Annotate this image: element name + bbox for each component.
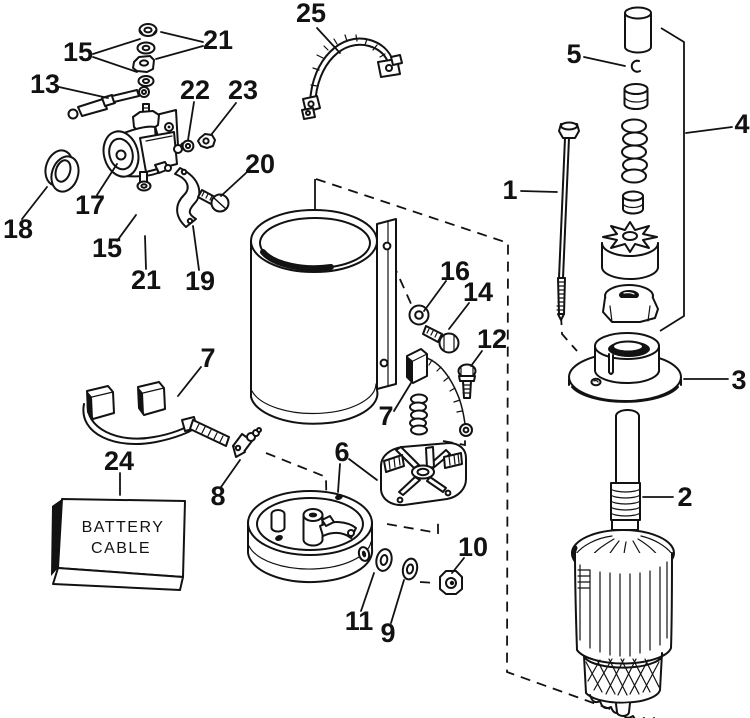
part-terminal-8-icon [232, 427, 262, 458]
leader-25-0 [316, 27, 341, 54]
part-screw-20-icon [197, 189, 230, 213]
part-label-16: 16 [440, 256, 470, 286]
leader-4-0 [685, 126, 733, 134]
part-label-13: 13 [30, 69, 60, 99]
battery-box-line1: BATTERY [82, 519, 165, 536]
leader-13-0 [58, 86, 109, 99]
leader-21-mid-0 [144, 235, 147, 270]
part-label-7-left: 7 [200, 343, 215, 373]
part-label-3: 3 [731, 365, 746, 395]
part-label-19: 19 [185, 266, 215, 296]
part-label-7-mid: 7 [378, 401, 393, 431]
part-brush-plate-icon [380, 442, 467, 507]
part-label-21-top: 21 [203, 25, 233, 55]
leader-22-0 [187, 101, 195, 141]
part-label-10: 10 [458, 532, 488, 562]
part-brush-set-icon [82, 381, 230, 447]
part-label-24: 24 [104, 446, 134, 476]
leader-19-0 [192, 225, 200, 271]
part-label-25: 25 [296, 0, 326, 28]
part-through-bolt-icon [556, 121, 580, 321]
dashed-line-5 [419, 581, 438, 584]
part-ring-icon [44, 149, 80, 193]
part-brush-mid-icon [406, 348, 473, 437]
part-drive-assembly-icon [601, 6, 659, 323]
dashed-line-4 [386, 518, 439, 535]
leader-16-0 [423, 280, 447, 312]
part-label-1: 1 [502, 175, 517, 205]
leader-10-0 [451, 557, 465, 574]
part-label-2: 2 [677, 482, 692, 512]
leader-7-left-0 [177, 366, 202, 397]
part-linkage-icon [67, 86, 150, 120]
leader-8-0 [220, 459, 241, 488]
part-label-11: 11 [345, 606, 374, 636]
part-label-5: 5 [566, 39, 581, 69]
part-label-18: 18 [3, 214, 33, 244]
part-label-22: 22 [180, 75, 210, 105]
part-bolt-14-icon [422, 325, 460, 354]
part-washers-nut-icon [375, 548, 463, 595]
battery-box-line2: CABLE [91, 540, 151, 557]
part-label-15-mid: 15 [92, 233, 122, 263]
part-label-14: 14 [463, 277, 493, 307]
leader-9-0 [390, 579, 405, 624]
part-label-15-top: 15 [63, 37, 93, 67]
part-label-8: 8 [210, 481, 225, 511]
dashed-line-1 [385, 247, 413, 307]
part-cable-icon [301, 34, 403, 120]
leader-11-0 [360, 572, 375, 612]
part-label-20: 20 [245, 149, 275, 179]
part-label-21-mid: 21 [131, 265, 161, 295]
bracket-line-0 [659, 27, 685, 332]
dashed-line-0 [315, 178, 614, 711]
leader-17-0 [96, 163, 118, 196]
part-label-6: 6 [334, 437, 349, 467]
leader-7-mid-0 [393, 382, 412, 412]
part-solenoid-icon [102, 103, 188, 192]
leader-21-top-1 [155, 45, 204, 60]
part-screw-12-icon [457, 363, 477, 399]
part-hardware-stack-icon [132, 23, 158, 87]
part-label-23: 23 [228, 75, 258, 105]
leader-15-top-1 [92, 56, 138, 73]
part-frame-cylinder-icon [250, 209, 397, 425]
part-end-flange-icon [568, 332, 682, 403]
leader-18-0 [21, 186, 48, 220]
part-end-cap-icon [247, 490, 374, 584]
leader-6-0 [337, 463, 341, 493]
leader-5-0 [583, 56, 626, 67]
part-small-washer-nut-icon [181, 133, 216, 153]
leader-20-0 [220, 172, 247, 197]
leader-lines [21, 27, 733, 624]
leader-21-top-0 [160, 31, 204, 43]
part-armature-icon [571, 409, 675, 718]
dashed-line-6 [560, 314, 578, 352]
part-clamp-icon [174, 167, 201, 228]
leader-15-top-0 [92, 38, 141, 55]
leader-14-0 [448, 302, 470, 330]
part-label-9: 9 [380, 618, 395, 648]
leader-6-1 [348, 458, 378, 481]
battery-cable-box: BATTERY CABLE [51, 498, 186, 591]
part-label-17: 17 [75, 190, 105, 220]
leader-23-0 [210, 102, 237, 136]
leader-1-0 [520, 190, 558, 193]
part-label-12: 12 [477, 324, 507, 354]
leader-12-0 [470, 350, 483, 367]
leader-15-mid-0 [116, 214, 137, 242]
part-label-4: 4 [734, 109, 749, 139]
